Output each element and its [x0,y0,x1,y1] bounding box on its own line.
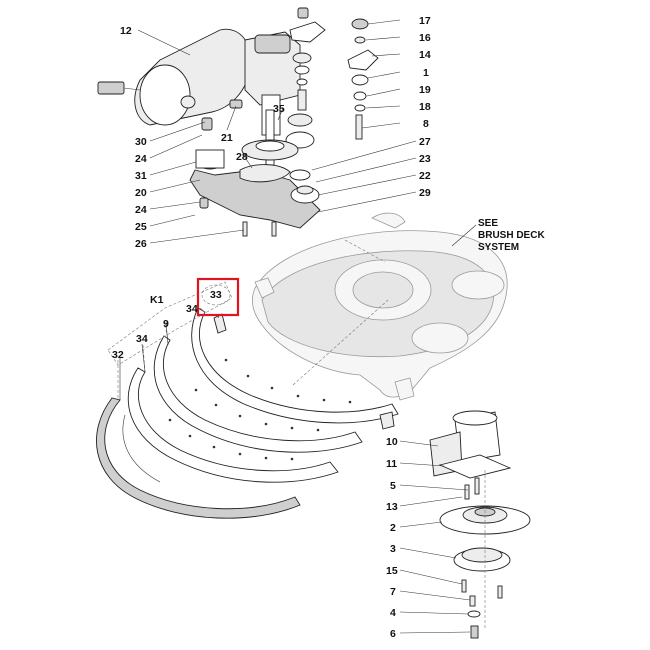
label-9: 9 [163,318,169,330]
label-2: 2 [390,522,396,534]
label-5: 5 [390,480,396,492]
label-31: 31 [135,170,147,182]
label-21: 21 [221,132,233,144]
motor-assembly [97,28,301,166]
label-34b: 34 [136,333,148,345]
label-32: 32 [112,349,124,361]
label-10: 10 [386,436,398,448]
part-labels: 12 17 16 14 1 19 18 8 35 21 30 24 31 20 … [112,15,431,640]
label-24a: 24 [135,153,147,165]
skirt-assembly [96,281,399,519]
skirt-holes [168,358,352,461]
label-30: 30 [135,136,147,148]
label-25: 25 [135,221,147,233]
label-22: 22 [419,170,431,182]
label-24b: 24 [135,204,147,216]
label-4: 4 [390,607,396,619]
note-line-3: SYSTEM [478,242,519,253]
brush-deck [251,212,508,401]
bracket-assembly [189,117,321,237]
label-11: 11 [386,458,397,470]
label-13: 13 [386,501,398,513]
label-16: 16 [419,32,431,44]
label-17: 17 [419,15,431,27]
label-k1: K1 [150,294,164,306]
label-18: 18 [419,101,431,113]
label-35: 35 [273,103,285,115]
label-1: 1 [423,67,429,79]
label-29: 29 [419,187,431,199]
label-27: 27 [419,136,431,148]
label-15: 15 [386,565,398,577]
label-7: 7 [390,586,396,598]
note-line-2: BRUSH DECK [478,230,545,241]
leader-lines [119,19,477,634]
note-line-1: SEE [478,218,498,229]
label-6: 6 [390,628,396,640]
highlight-box [196,277,240,317]
lower-stack [429,410,531,639]
label-26: 26 [135,238,147,250]
label-3: 3 [390,543,396,555]
label-28: 28 [236,151,248,163]
label-23: 23 [419,153,431,165]
label-33: 33 [210,289,222,301]
hardware-stack [285,7,379,149]
label-14: 14 [419,49,431,61]
label-19: 19 [419,84,431,96]
label-20: 20 [135,187,147,199]
label-12: 12 [120,25,132,37]
label-8: 8 [423,118,429,130]
label-34a: 34 [186,303,198,315]
brush-deck-note: SEE BRUSH DECK SYSTEM [478,218,545,253]
